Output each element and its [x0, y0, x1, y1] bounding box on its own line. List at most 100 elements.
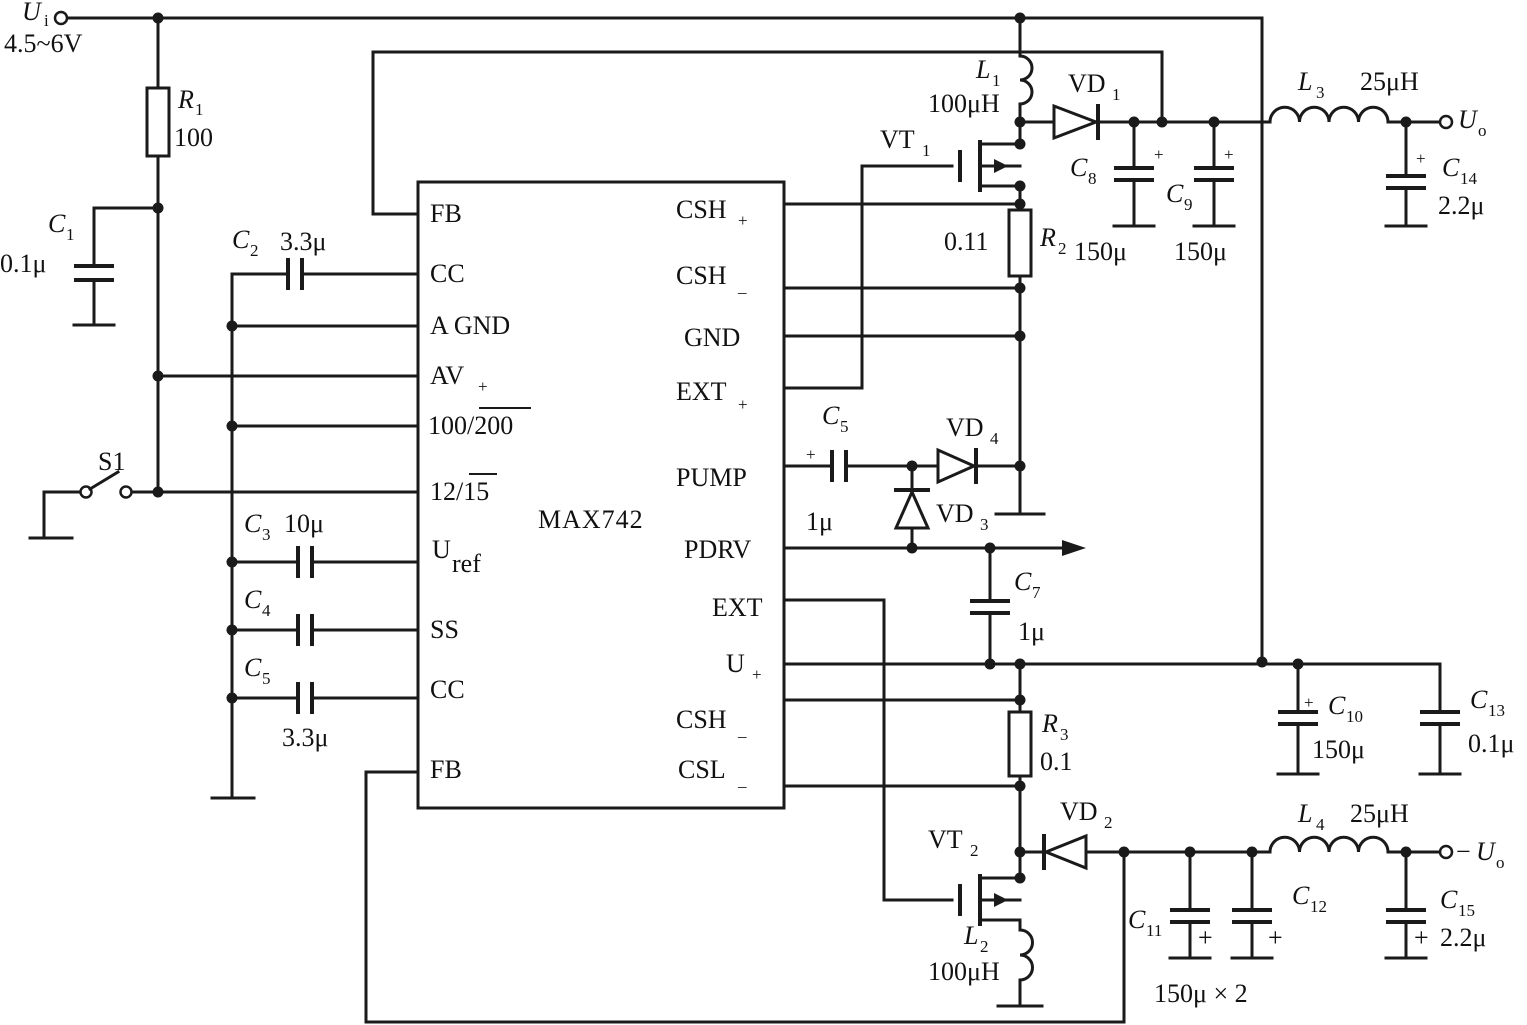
c5-lower-capacitor-icon — [296, 682, 314, 714]
c8-plus: + — [1154, 145, 1164, 164]
l3-value: 25μH — [1360, 67, 1419, 96]
pin-pump: PUMP — [676, 463, 747, 492]
c10-value: 150μ — [1312, 735, 1365, 764]
vd1-sub: 1 — [1112, 85, 1121, 104]
pin-agnd: A GND — [430, 311, 510, 340]
c1-sub: 1 — [66, 225, 75, 244]
junction-dots — [152, 12, 1412, 884]
c5-pump-value: 1μ — [806, 507, 833, 536]
c12-sub: 12 — [1310, 897, 1327, 916]
l3-sub: 3 — [1316, 83, 1325, 102]
l4-name: L — [1297, 799, 1312, 828]
r3-name: R — [1041, 709, 1058, 738]
pin-u-plus-sub: + — [752, 665, 762, 684]
c15-plus: + — [1414, 923, 1429, 952]
pin-ext-plus-sub: + — [738, 395, 748, 414]
c3-sub: 3 — [262, 525, 271, 544]
r3-sub: 3 — [1060, 725, 1069, 744]
c14-capacitor-icon — [1386, 174, 1426, 190]
r1-name: R — [177, 85, 194, 114]
r1-resistor-icon — [145, 86, 171, 158]
vd2-sub: 2 — [1104, 813, 1113, 832]
chip-name: MAX742 — [538, 505, 644, 534]
c2-name: C — [232, 225, 250, 254]
c11-c12-value: 150μ × 2 — [1154, 979, 1248, 1008]
vd2-diode-icon — [1041, 833, 1088, 871]
uo-neg-sub: o — [1496, 853, 1505, 872]
vt1-name: VT — [880, 125, 915, 154]
positive-output-terminal-icon — [1438, 114, 1454, 130]
l1-name: L — [975, 55, 990, 84]
l3-inductor-icon — [1268, 105, 1390, 124]
supply-label-sub: i — [44, 11, 49, 30]
input-terminal-icon — [53, 10, 69, 26]
r2-sub: 2 — [1058, 239, 1067, 258]
vd2-name: VD — [1060, 797, 1098, 826]
l4-sub: 4 — [1316, 815, 1325, 834]
pin-csh-plus-sub: + — [738, 211, 748, 230]
c15-value: 2.2μ — [1440, 923, 1486, 952]
c11-name: C — [1128, 905, 1146, 934]
supply-label: U — [22, 0, 43, 26]
c12-plus: + — [1268, 923, 1283, 952]
c3-name: C — [244, 509, 262, 538]
c5-lower-sub: 5 — [262, 669, 271, 688]
c13-sub: 13 — [1488, 701, 1505, 720]
pin-csl-minus: CSL — [678, 755, 726, 784]
pin-gnd: GND — [684, 323, 740, 352]
c14-name: C — [1442, 153, 1460, 182]
c15-capacitor-icon — [1386, 908, 1426, 924]
vt2-mosfet-icon — [958, 874, 1008, 926]
c12-capacitor-icon — [1232, 908, 1272, 924]
pin-cc-top: CC — [430, 259, 465, 288]
c10-capacitor-icon — [1278, 710, 1318, 726]
r3-resistor-icon — [1007, 710, 1033, 778]
c4-name: C — [244, 585, 262, 614]
c5-pump-capacitor-icon — [830, 450, 848, 482]
vd4-diode-icon — [936, 447, 978, 485]
pin-pdrv: PDRV — [684, 535, 751, 564]
pin-csh-minus-2-sub: _ — [737, 721, 747, 740]
c13-capacitor-icon — [1420, 710, 1460, 726]
l4-inductor-icon — [1268, 835, 1390, 854]
uo-pos-name: U — [1458, 105, 1479, 134]
c12-name: C — [1292, 881, 1310, 910]
c11-sub: 11 — [1146, 921, 1162, 940]
c13-name: C — [1470, 685, 1488, 714]
c2-value: 3.3μ — [280, 227, 326, 256]
l2-inductor-icon — [1018, 928, 1034, 982]
pin-ext: EXT — [712, 593, 763, 622]
vt2-name: VT — [928, 825, 963, 854]
c5-pump-name: C — [822, 401, 840, 430]
c9-capacitor-icon — [1194, 166, 1234, 182]
c1-name: C — [48, 209, 66, 238]
c7-value: 1μ — [1018, 617, 1045, 646]
vd4-name: VD — [946, 413, 984, 442]
l1-value: 100μH — [928, 89, 1000, 118]
c2-sub: 2 — [250, 241, 259, 260]
c5-pump-sub: 5 — [840, 417, 849, 436]
pin-ss: SS — [430, 615, 459, 644]
pin-avp: AV — [430, 361, 464, 390]
c7-sub: 7 — [1032, 583, 1041, 602]
pin-csh-minus: CSH — [676, 261, 727, 290]
negative-output-terminal-icon — [1438, 844, 1454, 860]
c5-lower-name: C — [244, 653, 262, 682]
c8-sub: 8 — [1088, 169, 1097, 188]
max742-chip-body — [416, 180, 786, 810]
c5-lower-value: 3.3μ — [282, 723, 328, 752]
pin-freq: 100/200 — [428, 411, 513, 440]
pin-csh-plus: CSH — [676, 195, 727, 224]
c11-plus: + — [1198, 923, 1213, 952]
pin-fb-top: FB — [430, 199, 462, 228]
c14-sub: 14 — [1460, 169, 1478, 188]
vt1-mosfet-icon — [958, 140, 1008, 192]
c2-capacitor-icon — [286, 258, 304, 290]
r2-value: 0.11 — [944, 227, 989, 256]
c3-capacitor-icon — [296, 546, 314, 578]
c5-pump-plus: + — [806, 445, 816, 464]
c1-value: 0.1μ — [0, 249, 46, 278]
c4-capacitor-icon — [296, 614, 314, 646]
c14-plus: + — [1416, 149, 1426, 168]
